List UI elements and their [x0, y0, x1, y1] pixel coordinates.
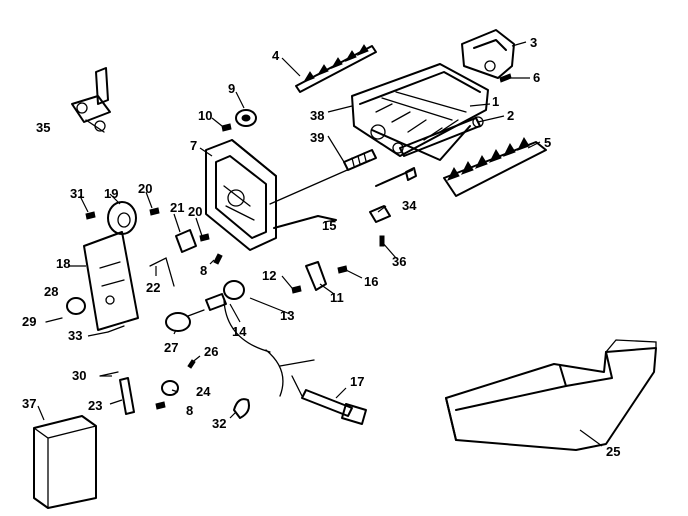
callout-24: 24: [196, 384, 211, 399]
part-spacer-14: [205, 293, 227, 311]
callout-7: 7: [190, 138, 197, 153]
part-module-plate: [83, 231, 139, 331]
part-screw-30: [99, 371, 119, 377]
callout-27: 27: [164, 340, 178, 355]
part-bracket-22: [149, 257, 175, 287]
part-feeler-arm: [269, 159, 371, 229]
callout-32: 32: [212, 416, 226, 431]
callout-31: 31: [70, 186, 84, 201]
callout-30: 30: [72, 368, 86, 383]
callout-21: 21: [170, 200, 184, 215]
callouts: 4 3 6 1 2 5 38 39 9 10 7 34 36 15 16 11 …: [22, 35, 620, 459]
callout-37: 37: [22, 396, 36, 411]
part-front-cover: [33, 415, 97, 509]
callout-17: 17: [350, 374, 364, 389]
part-screw-29: [45, 317, 63, 323]
part-screw-33: [107, 325, 125, 333]
callout-28: 28: [44, 284, 58, 299]
part-screw-8a: [213, 253, 223, 265]
callout-4: 4: [272, 48, 280, 63]
part-thermostat-13: [223, 280, 245, 300]
callout-12: 12: [262, 268, 276, 283]
callout-26: 26: [204, 344, 218, 359]
part-ice-bucket: [445, 339, 657, 451]
callout-35: 35: [36, 120, 50, 135]
part-housing: [205, 139, 277, 251]
leader-lines: [37, 41, 603, 447]
callout-3: 3: [530, 35, 537, 50]
part-gear-27: [165, 309, 205, 332]
part-cam-28: [66, 297, 86, 315]
part-bracket-34: [369, 205, 391, 223]
callout-18: 18: [56, 256, 70, 271]
part-screw-8b: [155, 401, 166, 410]
part-screw-20a: [149, 207, 160, 216]
part-mold-cover: [461, 29, 515, 79]
part-screw-16: [337, 265, 348, 274]
callout-20-left: 20: [138, 181, 152, 196]
callout-8-lower: 8: [186, 403, 193, 418]
callout-10: 10: [198, 108, 212, 123]
callout-14: 14: [232, 324, 247, 339]
part-screw-12: [291, 285, 302, 294]
part-grommet-32: [233, 398, 250, 419]
callout-34: 34: [402, 198, 417, 213]
callout-11: 11: [330, 290, 344, 305]
part-switch-21: [175, 229, 197, 253]
part-wiring-harness: [223, 299, 367, 425]
callout-2: 2: [507, 108, 514, 123]
callout-33: 33: [68, 328, 82, 343]
part-motor-19: [107, 201, 137, 235]
callout-38: 38: [310, 108, 324, 123]
part-gear-9: [235, 109, 257, 127]
callout-39: 39: [310, 130, 324, 145]
callout-5: 5: [544, 135, 551, 150]
part-spring-pin: [343, 149, 377, 171]
callout-19: 19: [104, 186, 118, 201]
callout-25: 25: [606, 444, 620, 459]
part-shaft: [375, 167, 417, 187]
part-shaft-23: [119, 377, 135, 415]
callout-29: 29: [22, 314, 36, 329]
callout-16: 16: [364, 274, 378, 289]
part-switch-24: [161, 380, 179, 396]
callout-8-upper: 8: [200, 263, 207, 278]
part-screw-10: [221, 123, 232, 132]
part-lever-11: [305, 261, 327, 291]
part-ejector: [295, 44, 377, 93]
callout-6: 6: [533, 70, 540, 85]
part-mold-and-heater: [351, 63, 489, 161]
callout-15: 15: [322, 218, 336, 233]
part-stripper: [443, 136, 547, 197]
part-water-valve: [71, 67, 111, 133]
callout-9: 9: [228, 81, 235, 96]
callout-13: 13: [280, 308, 294, 323]
part-screw-31: [85, 211, 96, 220]
callout-20-right: 20: [188, 204, 202, 219]
callout-36: 36: [392, 254, 406, 269]
callout-23: 23: [88, 398, 102, 413]
callout-22: 22: [146, 280, 160, 295]
callout-1: 1: [492, 94, 499, 109]
part-heater-tube: [399, 116, 484, 157]
